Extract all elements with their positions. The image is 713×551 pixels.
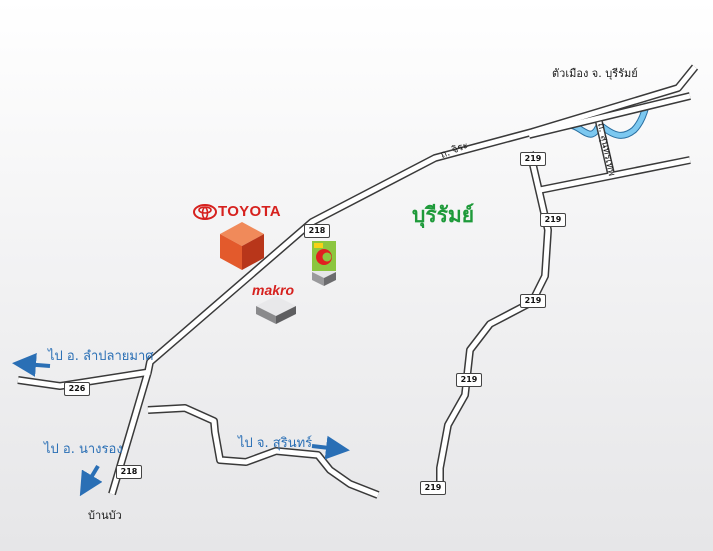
route-219-shield: 219 xyxy=(456,373,482,387)
route-219-shield: 219 xyxy=(520,294,546,308)
toyota-emblem-icon xyxy=(193,204,217,220)
route-218-shield: 218 xyxy=(304,224,330,238)
route-226-shield: 226 xyxy=(64,382,90,396)
route-219-shield: 219 xyxy=(520,152,546,166)
city-center-label: ตัวเมือง จ. บุรีรัมย์ xyxy=(552,67,638,80)
district-label: บุรีรัมย์ xyxy=(412,203,475,227)
to-nang-rong-label: ไป อ. นางรอง xyxy=(44,442,123,457)
ban-bua-label: บ้านบัว xyxy=(88,509,122,522)
route-219-shield: 219 xyxy=(540,213,566,227)
route-218-shield: 218 xyxy=(116,465,142,479)
makro-wordmark: makro xyxy=(252,282,295,298)
arrow-east xyxy=(311,435,350,460)
arrow-west xyxy=(12,352,51,377)
to-lam-plai-mat-label: ไป อ. ลำปลายมาศ xyxy=(48,349,154,364)
toyota-wordmark: TOYOTA xyxy=(218,203,281,220)
bigc-logo-icon xyxy=(312,241,336,286)
makro-building-icon xyxy=(256,296,296,324)
arrow-southwest xyxy=(79,464,103,497)
toyota-building-icon xyxy=(220,222,264,270)
to-surin-label: ไป จ. สุรินทร์ xyxy=(238,436,313,451)
route-219-shield: 219 xyxy=(420,481,446,495)
